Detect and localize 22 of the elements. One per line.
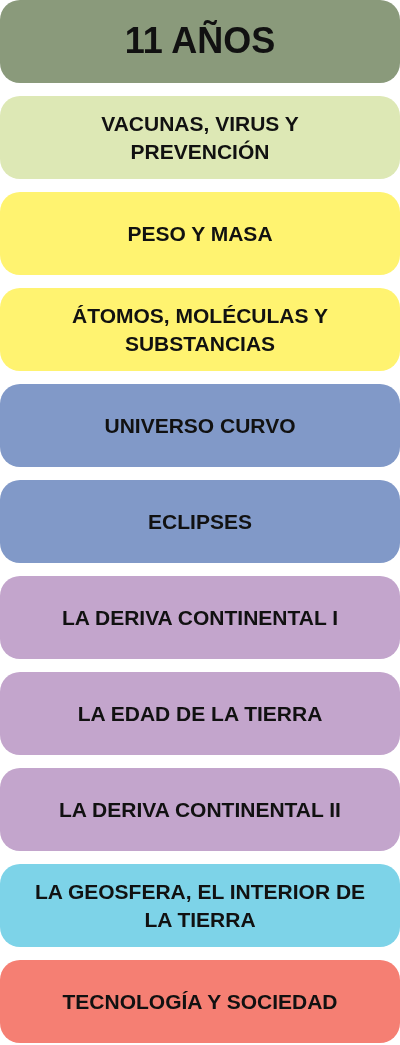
topic-box <box>0 480 400 563</box>
topic-box <box>0 192 400 275</box>
topic-label: UNIVERSO CURVO <box>104 412 296 439</box>
topic-box <box>0 672 400 755</box>
topic-box <box>0 96 400 179</box>
topic-box <box>0 960 400 1043</box>
topic-label: TECNOLOGÍA Y SOCIEDAD <box>62 988 338 1015</box>
topic-label: LA DERIVA CONTINENTAL II <box>59 796 341 823</box>
topic-label: LA DERIVA CONTINENTAL I <box>61 604 339 631</box>
topic-label: ÁTOMOS, MOLÉCULAS Y SUBSTANCIAS <box>71 303 329 357</box>
topic-box <box>0 384 400 467</box>
heading-text: 11 AÑOS <box>124 19 276 64</box>
topic-box <box>0 768 400 851</box>
topic-label: ECLIPSES <box>148 508 252 535</box>
topic-box <box>0 864 400 947</box>
topic-box <box>0 288 400 371</box>
topic-label: VACUNAS, VIRUS Y PREVENCIÓN <box>100 111 300 165</box>
topic-label: PESO Y MASA <box>127 220 273 247</box>
header-box <box>0 0 400 83</box>
topic-label: LA GEOSFERA, EL INTERIOR DE LA TIERRA <box>33 879 367 933</box>
topic-box <box>0 576 400 659</box>
topic-label: LA EDAD DE LA TIERRA <box>77 700 323 727</box>
